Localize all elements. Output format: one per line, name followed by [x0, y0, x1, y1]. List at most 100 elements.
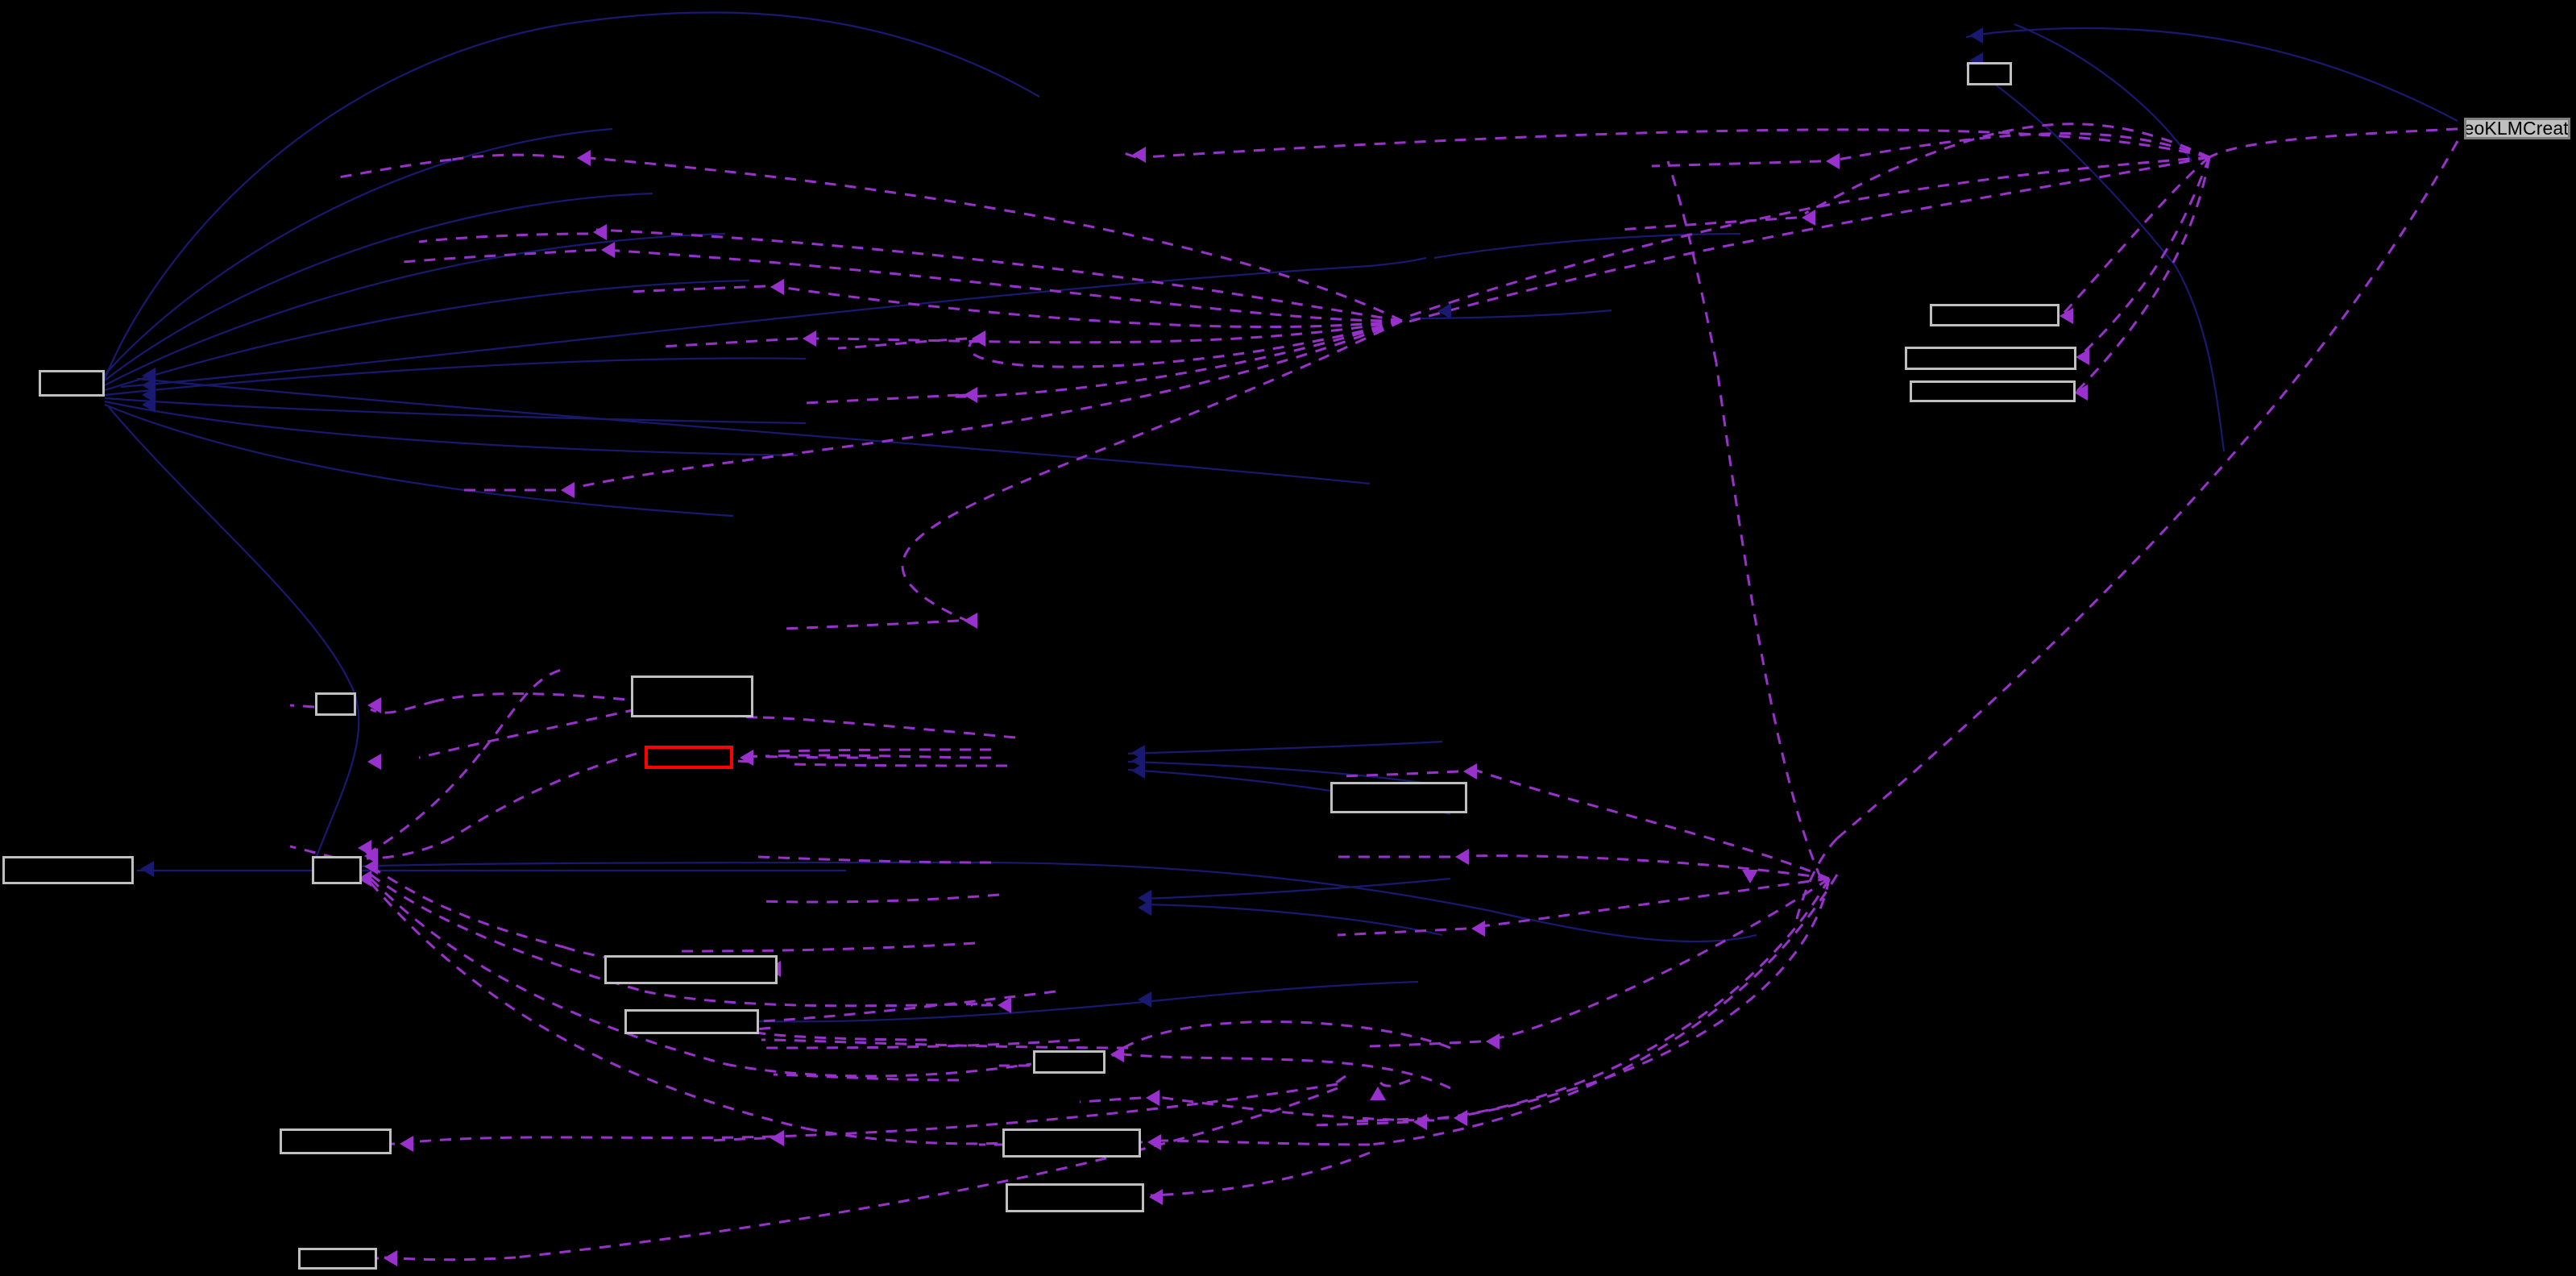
graph-edge [1337, 770, 1459, 778]
graph-edge [1123, 152, 1137, 159]
graph-node-n-sm-mid[interactable] [1033, 1050, 1105, 1074]
graph-edge [1369, 1040, 1482, 1048]
graph-edge [837, 337, 968, 350]
graph-edge [370, 865, 565, 949]
edge-arrowhead [358, 840, 371, 856]
graph-node-n-mid-right[interactable] [1330, 782, 1467, 813]
graph-edge [1143, 877, 1451, 900]
graph-edge [660, 337, 799, 348]
edge-arrowhead [2076, 349, 2089, 365]
graph-edge [369, 877, 726, 1066]
graph-edge [1409, 309, 1612, 320]
graph-node-n-mid1[interactable] [604, 955, 778, 984]
graph-node-n-r3[interactable] [1910, 380, 2076, 402]
graph-node-n-top-small[interactable] [1967, 62, 2012, 85]
graph-edge [1127, 760, 1443, 788]
graph-edge [1715, 362, 1823, 879]
graph-edge [2175, 265, 2225, 452]
graph-edge [450, 153, 565, 161]
graph-edge [418, 708, 637, 759]
edge-arrowhead [1455, 849, 1469, 865]
edge-arrowhead [1413, 1114, 1427, 1130]
graph-node-n-bm2[interactable] [1006, 1183, 1144, 1212]
graph-edge [402, 1135, 774, 1145]
edge-arrowhead [1486, 1033, 1500, 1049]
edge-arrowhead [740, 750, 753, 766]
edge-arrowhead [1826, 153, 1840, 169]
graph-edge [966, 861, 1491, 912]
graph-node-n-mid2[interactable] [624, 1009, 759, 1034]
graph-edge [370, 873, 645, 993]
graph-edge [384, 1256, 516, 1261]
graph-node-geoklmcreator[interactable]: GeoKLMCreator [2464, 118, 2570, 139]
graph-node-n-red[interactable] [645, 746, 733, 769]
graph-edge [579, 156, 1403, 322]
edge-arrowhead [561, 482, 575, 498]
graph-edge [1474, 768, 1830, 880]
graph-node-n-sm-left2[interactable] [312, 856, 362, 884]
graph-edge [1369, 256, 1427, 268]
graph-edge [434, 692, 645, 703]
edge-arrowhead [770, 279, 784, 295]
graph-node-n-r1[interactable] [1930, 304, 2060, 326]
graph-edge [761, 893, 1000, 904]
edge-arrowhead [964, 387, 977, 403]
edge-arrowhead [1138, 991, 1151, 1008]
graph-edge [724, 1062, 1032, 1078]
edge-arrowhead [1454, 1110, 1467, 1126]
edge-arrowhead [1149, 1189, 1163, 1205]
graph-edge [1111, 1020, 1451, 1058]
graph-edge [402, 248, 597, 264]
edge-arrowhead [367, 697, 381, 713]
graph-edge [313, 692, 360, 863]
graph-node-n-m-tall[interactable] [631, 675, 753, 717]
edge-arrowhead [1131, 763, 1145, 779]
edge-arrowhead [1370, 1087, 1386, 1100]
graph-edge [1828, 132, 2210, 163]
edge-arrowhead [2074, 384, 2088, 401]
graph-node-n-r2[interactable] [1905, 347, 2076, 370]
graph-edge [104, 357, 807, 397]
edge-arrowhead [142, 397, 156, 413]
graph-edge [757, 716, 1016, 739]
edge-arrowhead [358, 871, 371, 887]
edge-arrowhead [367, 754, 381, 770]
graph-edge [1353, 1116, 1450, 1123]
graph-edge [765, 754, 992, 759]
graph-edge [104, 192, 653, 381]
edge-arrowhead [998, 997, 1011, 1013]
graph-node-n-sm-left1[interactable] [315, 692, 356, 716]
edge-arrowhead [1110, 1046, 1124, 1062]
graph-node-n-far-left[interactable] [2, 856, 134, 884]
graph-edge [370, 700, 436, 714]
graph-edge [515, 1087, 1338, 1259]
edge-arrowhead [1969, 27, 1983, 44]
graph-edge [1466, 854, 1830, 880]
graph-edge [366, 837, 452, 860]
graph-edge [104, 400, 799, 457]
graph-edge [104, 403, 734, 517]
edge-arrowhead [364, 858, 378, 875]
graph-edge [104, 279, 750, 392]
edge-arrowhead [964, 613, 977, 629]
graph-node-label: GeoKLMCreator [2464, 118, 2569, 139]
graph-edge [1651, 160, 1822, 168]
graph-edge [2014, 23, 2192, 162]
graph-edge [136, 377, 1371, 485]
graph-node-n-bl1[interactable] [280, 1128, 392, 1154]
graph-edge [1474, 877, 1830, 929]
edge-arrowhead [364, 848, 378, 864]
graph-edge [805, 319, 1403, 344]
graph-edge [1458, 878, 1831, 1118]
edge-arrowhead [1463, 763, 1477, 779]
graph-node-n-bm1[interactable] [1002, 1128, 1141, 1158]
edge-arrowhead [2060, 308, 2073, 324]
graph-edge [1151, 1095, 1435, 1122]
graph-node-n-bl2[interactable] [298, 1248, 377, 1270]
edge-arrowhead [140, 861, 154, 877]
graph-edge [628, 285, 766, 293]
graph-node-n-left-hub[interactable] [39, 370, 105, 397]
graph-edge [104, 232, 726, 386]
